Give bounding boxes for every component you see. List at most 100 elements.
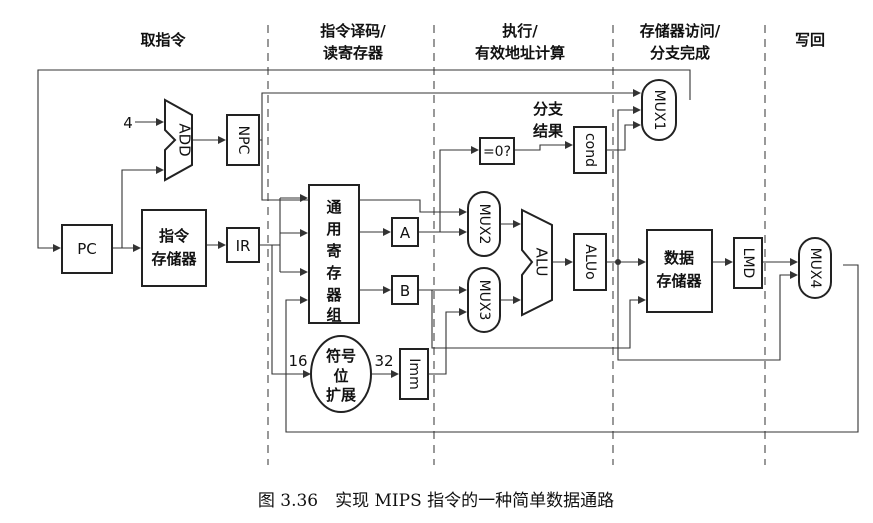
- imem-label-1: 指令: [159, 227, 190, 245]
- aluo-register: ALUo: [573, 233, 607, 291]
- a-register: A: [391, 217, 419, 247]
- wire-npc-to-mux2: [261, 140, 467, 216]
- wires: [37, 69, 859, 433]
- ir-box: [226, 227, 260, 263]
- regfile-char-6: 组: [326, 306, 341, 324]
- npc-register: NPC: [226, 114, 260, 166]
- mux4-label: MUX4: [807, 248, 823, 289]
- mux1: MUX1: [641, 79, 677, 141]
- imem-label-2: 存储器: [151, 250, 197, 268]
- wire-b-to-dmem: [431, 290, 646, 349]
- wire-ir-to-signext: [271, 245, 311, 378]
- wire-npc-to-mux1: [259, 89, 641, 141]
- wire-imm-to-mux3: [428, 308, 467, 375]
- lmd-register: LMD: [733, 237, 763, 289]
- wire-a-to-zero: [439, 146, 479, 232]
- mux3: MUX3: [467, 267, 501, 333]
- signext-shape: [310, 335, 372, 413]
- mux1-label: MUX1: [651, 90, 667, 131]
- stage-execute-line1: 执行/: [502, 22, 538, 40]
- alu-shape: [521, 208, 553, 317]
- instruction-memory: 指令 存储器: [141, 209, 207, 287]
- branch-result-label-1: 分支: [533, 100, 564, 118]
- stage-headers: 取指令 指令译码/ 读寄存器 执行/ 有效地址计算 存储器访问/ 分支完成 写回: [140, 22, 825, 62]
- imem-box: [141, 209, 207, 287]
- cond-box: [573, 126, 607, 174]
- bits-thirtytwo: 32: [374, 352, 393, 370]
- pc-label: PC: [77, 240, 97, 258]
- regfile-char-4: 存: [326, 264, 341, 282]
- zero-label: =0?: [483, 144, 511, 160]
- add-adder: ADD: [164, 98, 194, 182]
- add-label: ADD: [176, 123, 194, 156]
- stage-memory-line1: 存储器访问/: [640, 22, 721, 40]
- ir-register: IR: [226, 227, 260, 263]
- mux1-shape: [641, 79, 677, 141]
- mux4: MUX4: [798, 237, 832, 299]
- regfile-box: [308, 184, 360, 324]
- imm-register: Imm: [399, 348, 429, 400]
- signext-label-3: 扩展: [326, 386, 356, 404]
- aluo-box: [573, 233, 607, 291]
- mux2-shape: [467, 191, 501, 257]
- stage-dividers: [267, 25, 766, 465]
- regfile-char-3: 寄: [326, 242, 341, 260]
- lmd-box: [733, 237, 763, 289]
- wire-mux1-to-pc: [37, 69, 691, 252]
- pc-box: [61, 224, 113, 274]
- cond-label: cond: [582, 133, 598, 167]
- ir-label: IR: [236, 237, 251, 255]
- register-file: 通 用 寄 存 器 组: [308, 184, 360, 324]
- mux3-label: MUX3: [476, 280, 492, 321]
- signext-label-2: 位: [333, 367, 348, 385]
- a-box: [391, 217, 419, 247]
- regfile-char-1: 通: [326, 198, 341, 216]
- zero-box: [479, 137, 515, 165]
- b-label: B: [400, 282, 410, 300]
- stage-decode-line2: 读寄存器: [323, 44, 384, 62]
- stage-writeback: 写回: [795, 31, 825, 49]
- regfile-char-5: 器: [325, 286, 342, 304]
- regfile-char-2: 用: [326, 220, 341, 238]
- alu-label: ALU: [533, 248, 551, 277]
- wire-pc-to-add: [121, 166, 164, 248]
- add-shape: [164, 98, 193, 182]
- a-label: A: [400, 224, 411, 242]
- bits-sixteen: 16: [288, 352, 307, 370]
- constant-four: 4: [123, 114, 133, 132]
- lmd-label: LMD: [740, 248, 756, 279]
- dmem-box: [646, 229, 713, 313]
- alu: ALU: [521, 208, 553, 317]
- cond-register: cond: [573, 126, 607, 174]
- wire-zero-to-cond: [514, 141, 573, 151]
- wire-junction: [615, 259, 621, 265]
- sign-extend: 符号 位 扩展: [310, 335, 372, 413]
- stage-memory-line2: 分支完成: [650, 44, 710, 62]
- stage-decode-line1: 指令译码/: [320, 22, 386, 40]
- b-register: B: [391, 275, 419, 305]
- mux2-label: MUX2: [476, 204, 492, 245]
- imm-label: Imm: [406, 358, 422, 389]
- wire-aluo-to-mux1: [617, 106, 641, 262]
- mux3-shape: [467, 267, 501, 333]
- mux4-shape: [798, 237, 832, 299]
- imm-box: [399, 348, 429, 400]
- wire-writeback: [285, 264, 859, 433]
- npc-label: NPC: [235, 126, 251, 155]
- dmem-label-1: 数据: [664, 249, 694, 267]
- branch-result-label-2: 结果: [533, 122, 564, 140]
- npc-box: [226, 114, 260, 166]
- figure-caption: 图 3.36 实现 MIPS 指令的一种简单数据通路: [258, 491, 614, 511]
- signext-label-1: 符号: [326, 347, 356, 365]
- wire-aluo-to-mux4: [617, 262, 798, 361]
- stage-fetch: 取指令: [140, 31, 186, 49]
- zero-test: =0?: [479, 137, 515, 165]
- aluo-label: ALUo: [582, 244, 598, 280]
- pc-register: PC: [61, 224, 113, 274]
- wire-cond-to-mux1: [606, 121, 641, 151]
- dmem-label-2: 存储器: [656, 272, 702, 290]
- b-box: [391, 275, 419, 305]
- stage-execute-line2: 有效地址计算: [475, 44, 565, 62]
- data-memory: 数据 存储器: [646, 229, 713, 313]
